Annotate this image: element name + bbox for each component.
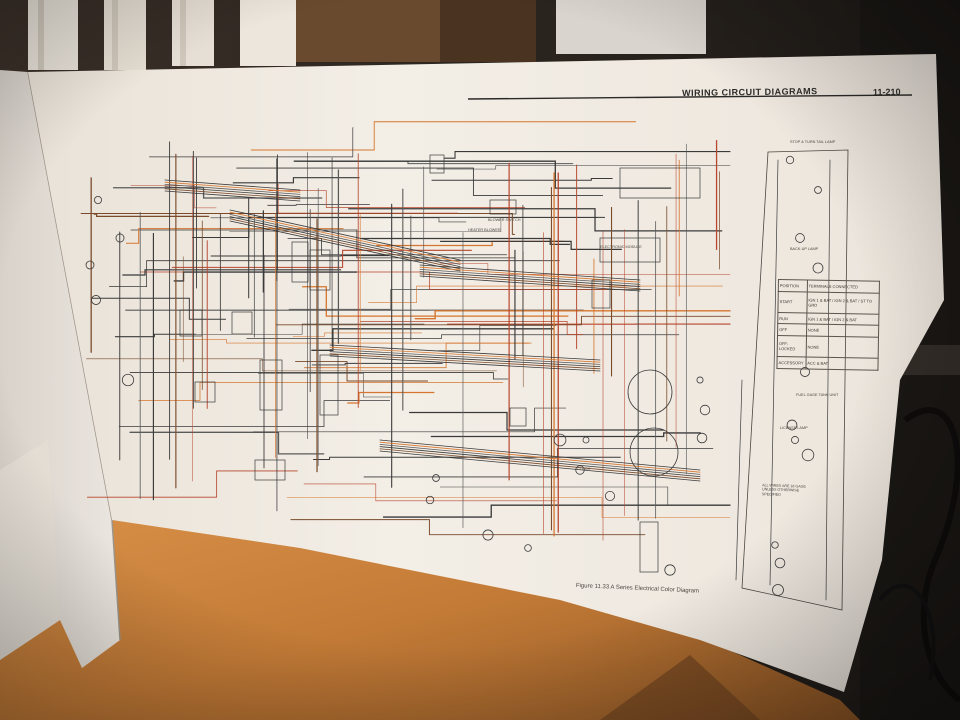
label-electronic-module: ELECTRONIC MODULE bbox=[600, 245, 642, 249]
ignition-switch-table: POSITION TERMINALS CONNECTED START IGN 1… bbox=[776, 279, 880, 371]
page-number: 11-210 bbox=[872, 86, 901, 98]
label-back-up-lamp: BACK-UP LAMP bbox=[790, 247, 819, 251]
label-heater-blower: HEATER BLOWER bbox=[468, 228, 501, 232]
wire-gage-note: ALL WIRES ARE 18 GAGE UNLESS OTHERWISE S… bbox=[761, 483, 806, 497]
label-stop-turn-tail: STOP & TURN TAIL LAMP bbox=[790, 140, 836, 144]
table-row: OFF-LOCKED NONE bbox=[777, 335, 879, 359]
table-row: ACCESSORY ACC & BAT bbox=[776, 356, 879, 371]
table-row: START IGN 1 & BAT / IGN 2 & BAT / ST TO … bbox=[777, 291, 880, 315]
label-fuel-gage: FUEL GAGE TANK UNIT bbox=[796, 393, 839, 397]
table-header-position: POSITION bbox=[778, 279, 808, 292]
label-license-lamp: LICENSE LAMP bbox=[780, 426, 808, 430]
label-clock: CLOCK bbox=[577, 467, 591, 471]
label-blower-switch: BLOWER SWITCH bbox=[488, 218, 521, 222]
page-header-title: WIRING CIRCUIT DIAGRAMS bbox=[682, 86, 818, 98]
